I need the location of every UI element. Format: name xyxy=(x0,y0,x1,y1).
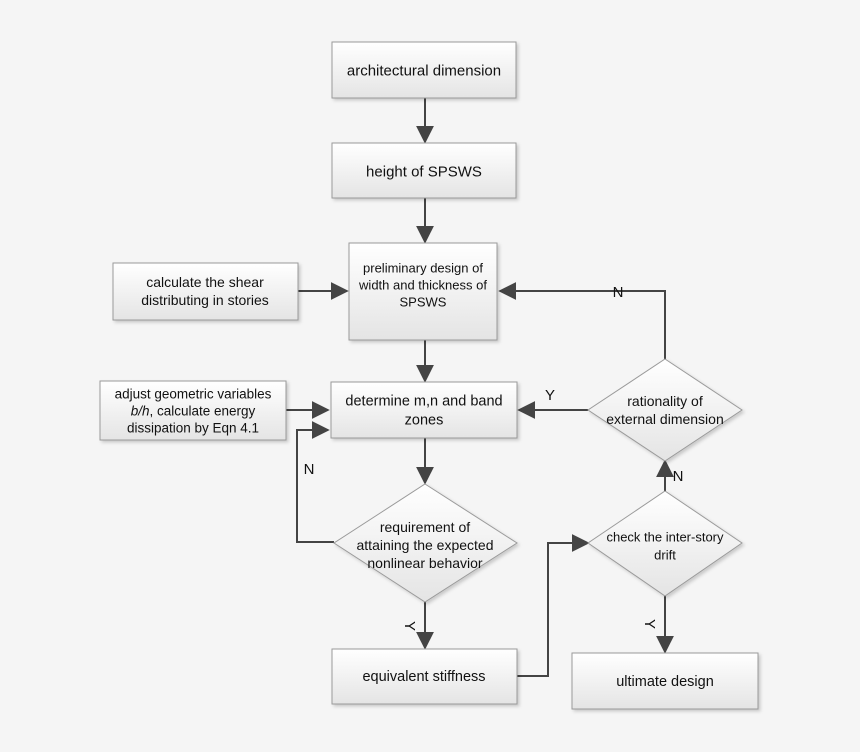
check-drift-line-1: check the inter-story xyxy=(606,530,724,545)
determine-mn-box xyxy=(330,381,518,439)
equivalent-stiffness-box xyxy=(331,648,518,705)
preliminary-design-box xyxy=(348,242,498,341)
edge-stiffness-to-drift xyxy=(517,534,590,677)
ultimate-design-label: ultimate design xyxy=(616,674,714,690)
architectural-dimension-box xyxy=(331,41,517,99)
edge-rationality-no-to-preliminary xyxy=(498,282,666,359)
ultimate-design-line-1: ultimate design xyxy=(616,674,714,690)
rationality-line-1: rationality of xyxy=(627,393,703,409)
determine-mn-line-2: zones xyxy=(405,413,444,429)
requirement-line-2: attaining the expected xyxy=(357,537,494,553)
height-spsws-box xyxy=(331,142,517,199)
check-drift-label: check the inter-story drift xyxy=(606,530,724,563)
rationality-diamond xyxy=(587,358,743,462)
drift-yes-label: Y xyxy=(641,619,658,629)
adjust-geometric-box xyxy=(99,380,287,441)
preliminary-design-line-1: preliminary design of xyxy=(363,261,483,276)
rationality-line-2: external dimension xyxy=(606,411,724,427)
adjust-geometric-line-2: b/h, calculate energy xyxy=(131,404,256,419)
calculate-shear-box xyxy=(112,262,299,321)
ultimate-design-box xyxy=(571,652,759,710)
calculate-shear-line-2: distributing in stories xyxy=(141,292,269,308)
requirement-no-label: N xyxy=(304,461,315,478)
height-spsws-label: height of SPSWS xyxy=(366,163,482,180)
adjust-geometric-line-3: dissipation by Eqn 4.1 xyxy=(127,421,259,436)
architectural-dimension-label: architectural dimension xyxy=(347,62,501,79)
italic-variable: b/h xyxy=(131,404,150,419)
requirement-diamond xyxy=(333,483,518,603)
adjust-geometric-line-1: adjust geometric variables xyxy=(115,387,272,402)
determine-mn-label: determine m,n and band zones xyxy=(345,394,502,429)
edge-labels: N Y N Y N Y xyxy=(304,284,684,631)
requirement-yes-label: Y xyxy=(401,621,418,631)
determine-mn-line-1: determine m,n and band xyxy=(345,394,502,410)
check-drift-line-2: drift xyxy=(654,548,676,563)
requirement-label: requirement of attaining the expected nonl… xyxy=(357,519,494,571)
preliminary-design-line-3: SPSWS xyxy=(400,295,447,310)
process-boxes xyxy=(99,41,759,710)
architectural-dimension-line-1: architectural dimension xyxy=(347,62,501,79)
preliminary-design-label: preliminary design of width and thickness… xyxy=(358,261,487,310)
equivalent-stiffness-line-1: equivalent stiffness xyxy=(362,669,485,685)
connectors xyxy=(286,98,674,677)
rationality-yes-label: Y xyxy=(545,387,555,404)
calculate-shear-line-1: calculate the shear xyxy=(146,274,264,290)
calculate-shear-label: calculate the shear distributing in stori… xyxy=(141,274,269,308)
rationality-no-label: N xyxy=(613,284,624,301)
requirement-line-3: nonlinear behavior xyxy=(367,555,483,571)
decision-diamonds xyxy=(333,358,743,603)
equivalent-stiffness-label: equivalent stiffness xyxy=(362,669,485,685)
drift-no-label: N xyxy=(673,468,684,485)
check-drift-diamond xyxy=(587,490,743,597)
adjust-geometric-label: adjust geometric variables b/h, calculate… xyxy=(115,387,272,436)
preliminary-design-line-2: width and thickness of xyxy=(358,278,487,293)
node-labels: architectural dimension height of SPSWS … xyxy=(115,62,724,690)
height-spsws-line-1: height of SPSWS xyxy=(366,163,482,180)
rationality-label: rationality of external dimension xyxy=(606,393,724,427)
edge-requirement-no-loop xyxy=(296,421,334,543)
requirement-line-1: requirement of xyxy=(380,519,470,535)
